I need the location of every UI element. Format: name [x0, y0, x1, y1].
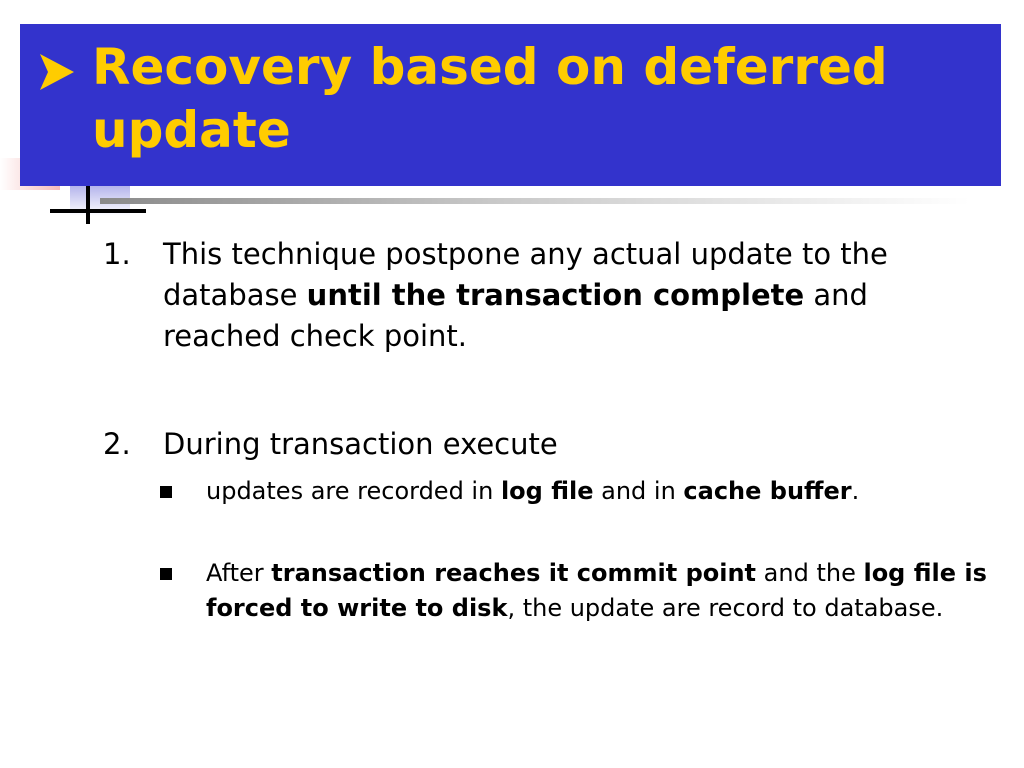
- text-run: and in: [593, 477, 684, 505]
- text-run: and reached check point.: [163, 278, 868, 353]
- list-item-text: This technique postpone any actual updat…: [163, 234, 993, 357]
- list-item-2: 2. During transaction execute: [103, 424, 1003, 469]
- text-run-bold: log file: [500, 477, 594, 505]
- list-item-number: 1.: [103, 237, 131, 271]
- text-run-bold: until the transaction complete: [306, 278, 805, 312]
- text-run: and the: [756, 559, 864, 587]
- square-bullet-icon: [160, 568, 172, 580]
- text-run-bold: transaction reaches it commit point: [271, 559, 757, 587]
- square-bullet-icon: [160, 486, 172, 498]
- text-run: updates are recorded in: [206, 477, 501, 505]
- list-item-1: 1. This technique postpone any actual up…: [103, 234, 1003, 364]
- text-run: , the update are record to database.: [507, 594, 944, 622]
- text-run-bold: cache buffer: [683, 477, 852, 505]
- slide-title: Recovery based on deferred update: [92, 38, 888, 159]
- text-run-bold: log file is forced to write to disk: [206, 559, 987, 622]
- arrow-bullet-icon: [40, 54, 74, 90]
- text-run: After: [206, 559, 272, 587]
- text-run: .: [851, 477, 860, 505]
- title-bar: [20, 24, 1001, 186]
- title-underline: [100, 198, 970, 204]
- sub-list-item-1: updates are recorded in log file and in …: [206, 474, 996, 509]
- crosshair-horizontal: [50, 209, 146, 213]
- list-item-number: 2.: [103, 427, 131, 461]
- text-run: During transaction execute: [163, 427, 558, 461]
- crosshair-vertical: [86, 186, 90, 224]
- text-run: This technique postpone any actual updat…: [163, 237, 888, 312]
- list-item-text: During transaction execute: [163, 424, 993, 465]
- sub-list-item-2: After transaction reaches it commit poin…: [206, 556, 1001, 626]
